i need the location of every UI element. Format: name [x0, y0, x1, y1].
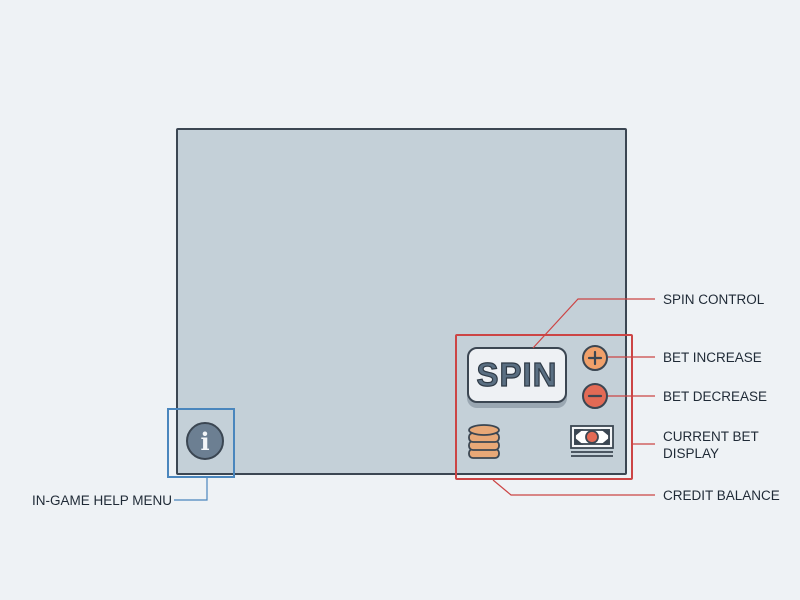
label-bet-increase: BET INCREASE: [663, 350, 762, 365]
info-glyph: i: [200, 426, 210, 456]
label-current-bet-line1: CURRENT BET: [663, 429, 759, 444]
banknote-icon: [570, 425, 614, 457]
bet-decrease-button[interactable]: [582, 383, 608, 409]
spin-button[interactable]: SPIN: [467, 347, 567, 403]
minus-icon: [587, 394, 603, 398]
coin-stack-icon: [468, 424, 500, 459]
bet-increase-button[interactable]: [582, 345, 608, 371]
leader-help-menu: [174, 478, 208, 501]
label-bet-decrease: BET DECREASE: [663, 389, 768, 404]
label-current-bet-display: CURRENT BET DISPLAY: [663, 428, 759, 462]
leader-credit-balance: [492, 479, 655, 496]
label-help-menu: IN-GAME HELP MENU: [32, 493, 173, 508]
plus-icon: [587, 350, 603, 366]
spin-button-label: SPIN: [476, 355, 558, 393]
help-menu-highlight: [167, 408, 235, 478]
label-credit-balance: CREDIT BALANCE: [663, 488, 780, 503]
info-icon[interactable]: i: [186, 422, 224, 460]
label-spin-control: SPIN CONTROL: [663, 292, 765, 307]
label-current-bet-line2: DISPLAY: [663, 446, 720, 461]
